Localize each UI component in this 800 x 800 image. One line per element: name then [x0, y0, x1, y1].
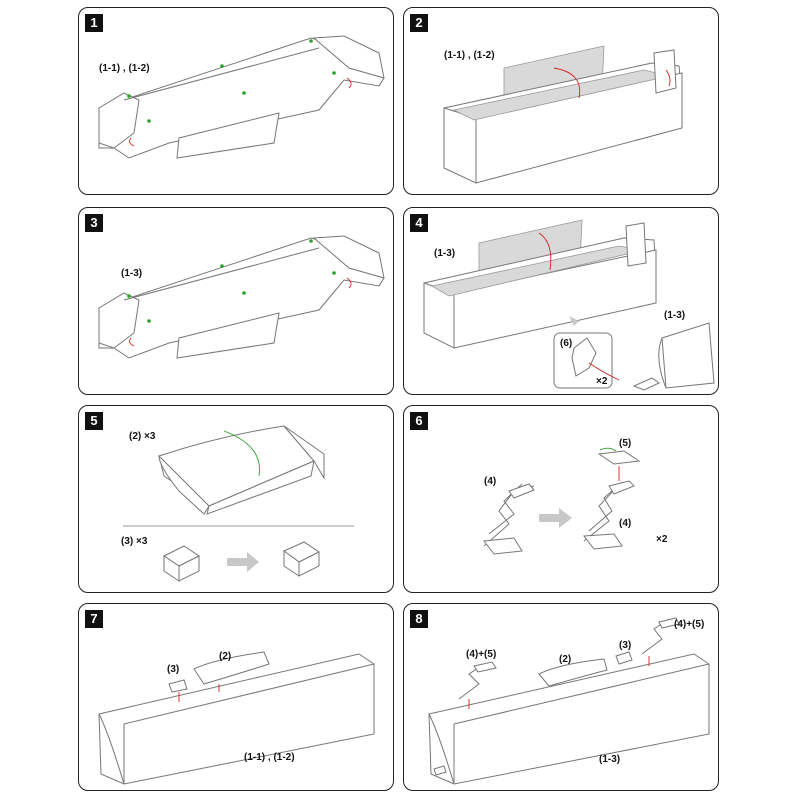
step-1-panel: 1 (1-1) , (1-2) [78, 7, 394, 195]
part-label: (3) [167, 664, 180, 675]
car-body-unfolded-diagram [98, 35, 385, 159]
part-label: (3) ×3 [121, 536, 148, 547]
part-label: (1-1) , (1-2) [244, 752, 295, 763]
roof-and-box-diagram [123, 425, 354, 582]
car-body-folding-diagram [423, 219, 715, 391]
railcar-assembly-diagram [98, 651, 375, 785]
part-label: (1-3) [434, 248, 456, 259]
part-label: (6) [560, 338, 573, 349]
part-label: (4) [619, 518, 632, 529]
step-number: 8 [410, 610, 428, 628]
quantity-label: ×2 [656, 534, 668, 545]
part-label: (2) [219, 651, 232, 662]
step-number: 3 [85, 214, 103, 232]
step-number: 5 [85, 412, 103, 430]
part-label: (4)+(5) [466, 649, 497, 660]
part-label: (1-1) , (1-2) [444, 50, 495, 61]
railcar-final-assembly-diagram [428, 617, 710, 785]
part-label: (3) [619, 640, 632, 651]
step-2-panel: 2 (1-1) , (1-2) [403, 7, 719, 195]
step-6-panel: 6 (4) (5) (4) ×2 [403, 405, 719, 593]
step-number: 7 [85, 610, 103, 628]
part-label: (1-3) [664, 310, 686, 321]
step-4-panel: 4 (1-3) (1-3) (6) ×2 [403, 207, 719, 395]
pantograph-diagram [483, 447, 641, 555]
step-7-panel: 7 (3) (2) (1-1) , (1-2) [78, 603, 394, 791]
car-body-unfolded-diagram [98, 235, 385, 359]
part-label: (4) [484, 476, 497, 487]
part-label: (2) ×3 [129, 431, 156, 442]
step-3-panel: 3 (1-3) [78, 207, 394, 395]
step-number: 6 [410, 412, 428, 430]
part-label: (4)+(5) [674, 619, 705, 630]
part-label: (1-1) , (1-2) [99, 63, 150, 74]
step-number: 1 [85, 14, 103, 32]
part-label: (5) [619, 438, 632, 449]
step-5-panel: 5 (2) ×3 (3) ×3 [78, 405, 394, 593]
part-label: (1-3) [121, 268, 143, 279]
part-label: (2) [559, 654, 572, 665]
quantity-label: ×2 [596, 376, 608, 387]
step-8-panel: 8 (4)+(5) (4)+(5) (3) (2) (1-3) [403, 603, 719, 791]
part-label: (1-3) [599, 754, 621, 765]
step-number: 4 [410, 214, 428, 232]
car-body-folding-diagram [443, 45, 683, 184]
step-number: 2 [410, 14, 428, 32]
